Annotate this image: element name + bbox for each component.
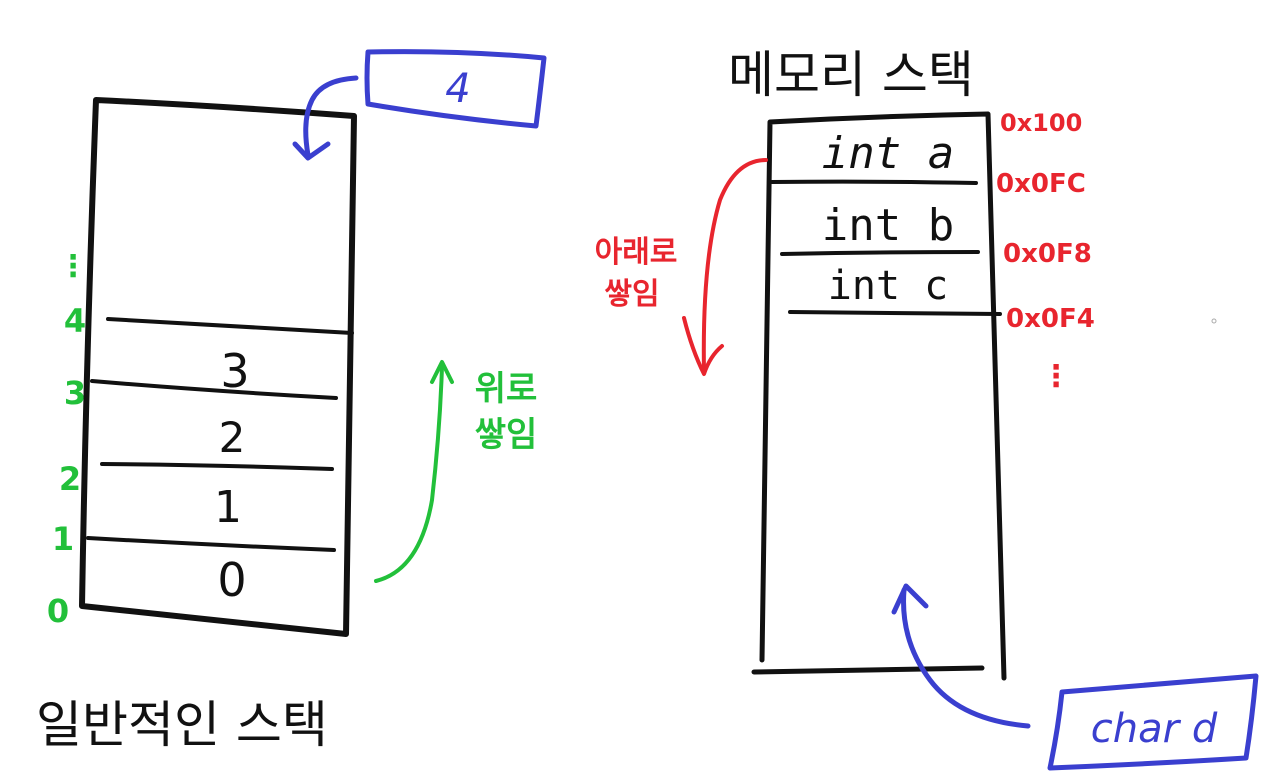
- address-0x0f8: 0x0F8: [1003, 239, 1092, 269]
- grow-up-label-line2: 쌓임: [475, 415, 538, 455]
- general-push-value: 4: [445, 66, 470, 112]
- memory-stack-caption: 메모리 스택: [728, 46, 974, 104]
- grow-up-arrow-icon: [374, 364, 444, 583]
- general-index-1: 1: [52, 520, 74, 558]
- general-stack-divider-3: [90, 379, 338, 400]
- memory-cell-int-c: int c: [828, 263, 948, 309]
- address-0x0fc: 0x0FC: [996, 169, 1086, 199]
- general-push-box: [364, 49, 547, 129]
- general-stack-divider-2: [100, 462, 334, 471]
- general-cell-1: 1: [214, 482, 242, 533]
- memory-cell-int-b: int b: [822, 200, 954, 251]
- memory-push-value: char d: [1091, 706, 1218, 752]
- grow-up-label-line1: 위로: [475, 369, 538, 409]
- grow-up-arrow-head-icon: [430, 360, 454, 384]
- general-index-0: 0: [47, 592, 69, 630]
- general-stack-outline: [79, 97, 357, 637]
- general-index-3: 3: [64, 374, 86, 412]
- general-stack: 3 2 1 0 ⋮ 4 3 2 1 0 4 위로 쌓임 일반적인 스택: [36, 49, 547, 754]
- general-index-ellipsis: ⋮: [58, 249, 88, 284]
- push-arrow-head-icon: [292, 141, 331, 161]
- stray-dot: [1211, 318, 1217, 324]
- general-stack-divider-4: [106, 317, 354, 335]
- memory-divider-c: [788, 310, 1002, 316]
- memory-push-box: [1047, 673, 1259, 771]
- address-0x0f4: 0x0F4: [1006, 304, 1095, 334]
- general-cell-3: 3: [220, 344, 249, 398]
- push-arrow-icon: [303, 75, 359, 158]
- memory-stack-outline: [751, 111, 1007, 681]
- grow-down-label-line1: 아래로: [595, 235, 678, 270]
- address-ellipsis: ⋮: [1041, 359, 1071, 394]
- grow-down-arrow-icon: [701, 158, 768, 374]
- memory-stack: 메모리 스택 int a int b int c 0x100 0x0FC 0x0…: [595, 46, 1259, 771]
- memory-cell-int-a: int a: [822, 128, 954, 179]
- memory-push-arrow-icon: [901, 587, 1031, 729]
- address-0x100: 0x100: [1000, 109, 1082, 137]
- general-cell-2: 2: [219, 413, 246, 462]
- general-index-2: 2: [59, 460, 81, 498]
- general-index-4: 4: [64, 302, 86, 340]
- memory-push-arrow-head-icon: [891, 583, 929, 615]
- grow-down-label-line2: 쌓임: [604, 277, 659, 312]
- general-stack-caption: 일반적인 스택: [36, 696, 328, 754]
- general-stack-divider-1: [86, 536, 336, 552]
- general-cell-0: 0: [217, 553, 246, 607]
- grow-down-arrow-head-icon: [682, 316, 724, 376]
- memory-divider-b: [780, 250, 980, 256]
- memory-divider-a: [770, 179, 978, 185]
